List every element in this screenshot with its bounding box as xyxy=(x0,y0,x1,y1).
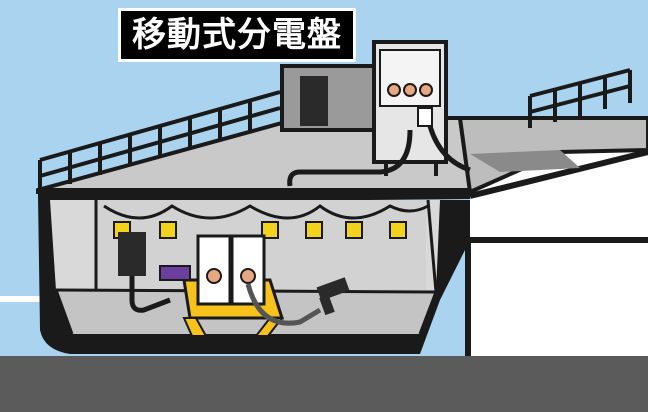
title-badge: 移動式分電盤 xyxy=(118,8,356,62)
page-title: 移動式分電盤 xyxy=(132,15,342,55)
wall-panel xyxy=(118,232,171,313)
distribution-panel-icon xyxy=(372,40,448,176)
water-line xyxy=(0,296,52,302)
power-cable xyxy=(287,129,413,187)
main-deck xyxy=(36,116,648,199)
power-drill-icon xyxy=(316,277,350,316)
ground xyxy=(0,356,648,412)
drill-cable xyxy=(245,283,322,326)
lamp-cable xyxy=(103,204,429,220)
power-cable-2 xyxy=(427,125,471,173)
railing-icon xyxy=(38,68,632,192)
